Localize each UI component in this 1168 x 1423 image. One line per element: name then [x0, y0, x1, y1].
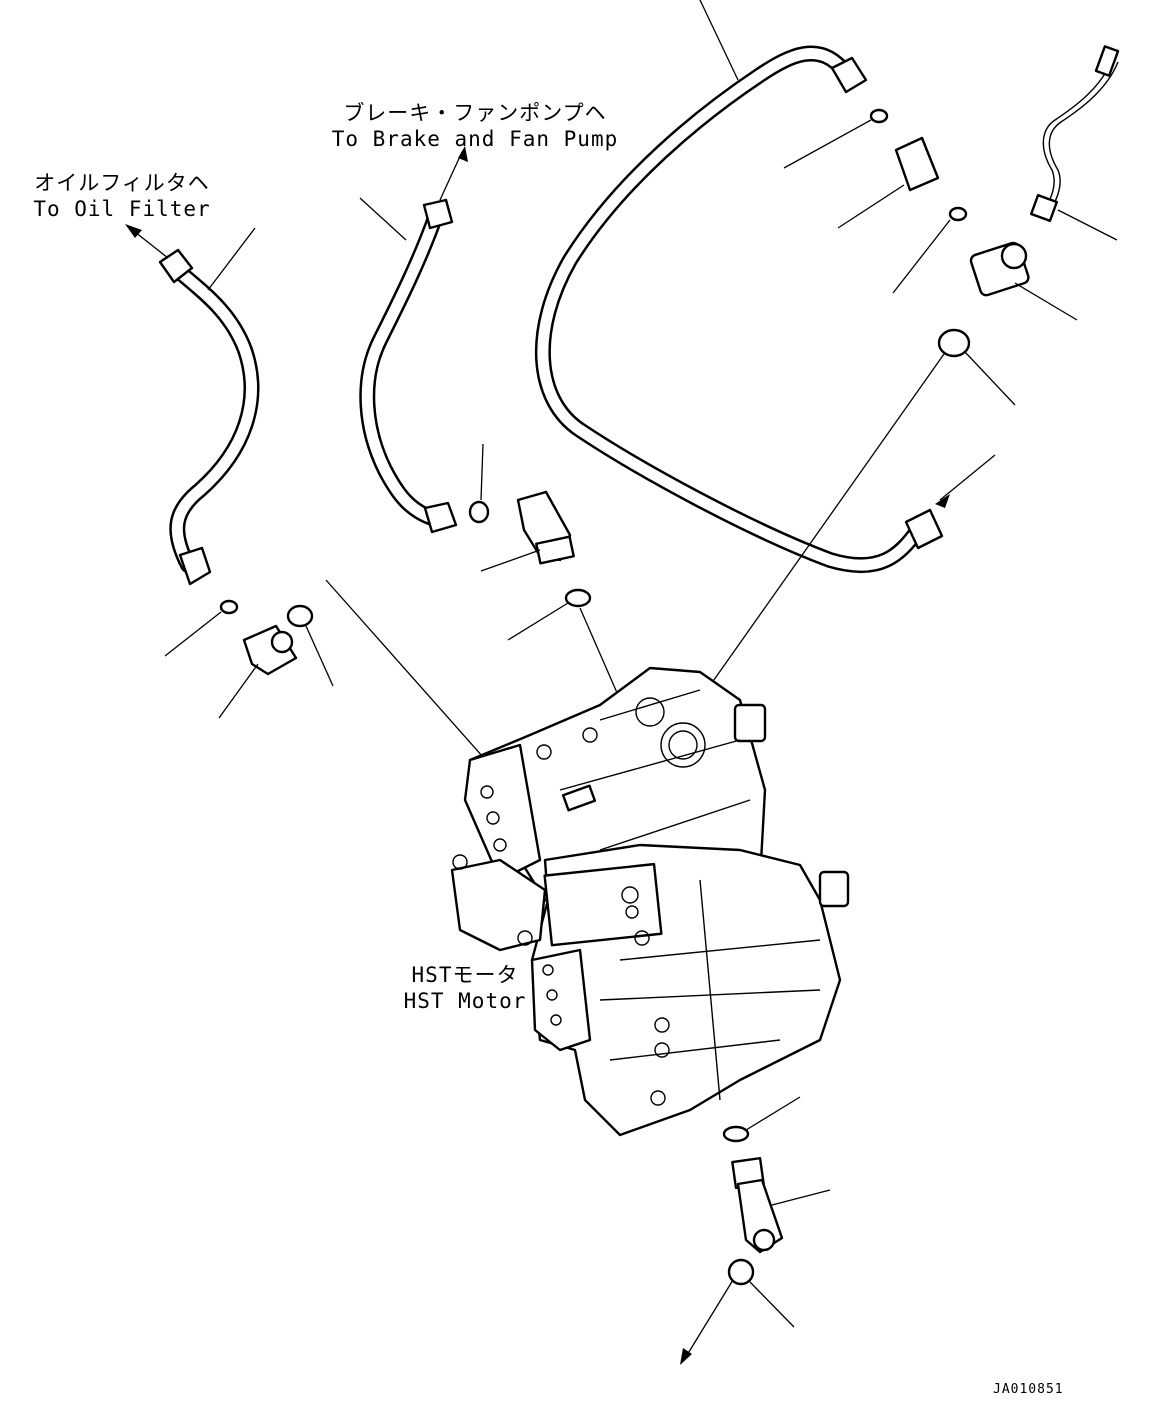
hst-motor-label: HSTモータ HST Motor	[395, 962, 535, 1014]
oil-filter-label: オイルフィルタヘ To Oil Filter	[32, 170, 212, 222]
hose-to-brake-fan-pump	[359, 146, 468, 534]
hose-long-loop	[534, 0, 996, 574]
fitting-top-right	[837, 136, 1078, 321]
drawing-code: JA010851	[993, 1382, 1064, 1397]
fitting-left	[218, 624, 298, 719]
hose-to-oil-filter	[158, 227, 260, 586]
arrow-to-oil-filter	[125, 224, 169, 259]
arrow-bottom	[680, 1279, 734, 1365]
oil-filter-label-en: To Oil Filter	[33, 197, 211, 221]
hst-motor-label-jp: HSTモータ	[411, 963, 519, 987]
brake-fan-pump-label: ブレーキ・ファンポンプヘ To Brake and Fan Pump	[330, 100, 620, 152]
fitting-elbow-center	[480, 490, 575, 572]
sensor-wire	[1029, 45, 1120, 241]
brake-fan-pump-label-jp: ブレーキ・ファンポンプヘ	[343, 101, 607, 125]
fitting-bottom	[731, 1156, 831, 1254]
hst-motor-label-en: HST Motor	[403, 989, 527, 1013]
hst-motor	[450, 666, 850, 1137]
brake-fan-pump-label-en: To Brake and Fan Pump	[331, 127, 619, 151]
oil-filter-label-jp: オイルフィルタヘ	[34, 171, 210, 195]
